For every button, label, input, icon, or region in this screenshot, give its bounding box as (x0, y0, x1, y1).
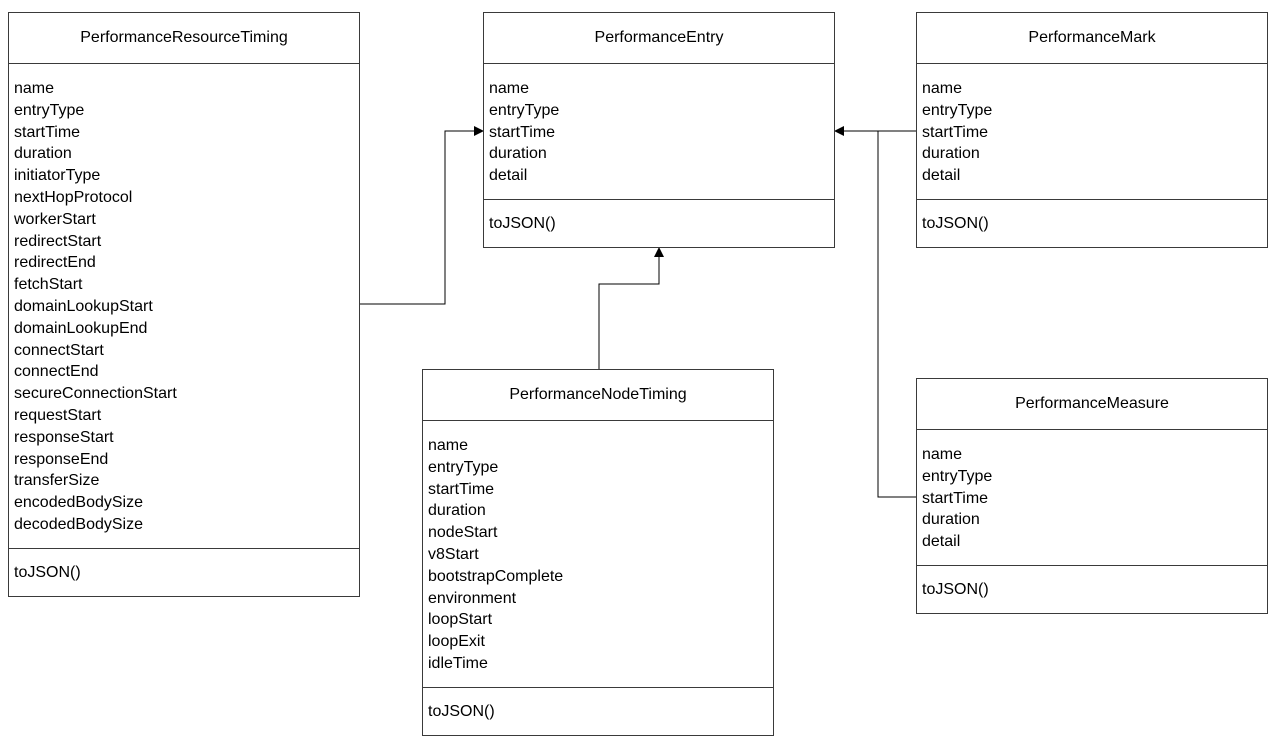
operation-list: toJSON() (484, 200, 834, 247)
operation-list: toJSON() (423, 688, 773, 735)
attribute-nexthopprotocol: nextHopProtocol (14, 188, 133, 206)
operation-list: toJSON() (917, 200, 1267, 247)
attribute-decodedbodysize: decodedBodySize (14, 515, 143, 533)
attribute-starttime: startTime (489, 123, 556, 141)
attribute-name: name (14, 80, 55, 97)
connector-resource-to-entry (360, 126, 484, 305)
attribute-entrytype: entryType (922, 467, 993, 485)
class-box-performance-entry[interactable]: PerformanceEntry name entryType startTime d… (483, 12, 835, 248)
class-name-performance-measure: PerformanceMeasure (917, 379, 1267, 430)
attribute-fetchstart: fetchStart (14, 276, 83, 294)
class-box-performance-node-timing[interactable]: PerformanceNodeTiming name entryType start… (422, 369, 774, 736)
attribute-v8start: v8Start (428, 545, 479, 563)
attribute-duration: duration (14, 145, 72, 163)
operation-tojson: toJSON() (489, 215, 556, 232)
operation-tojson: toJSON() (14, 564, 81, 581)
attribute-list: name entryType startTime duration initiatorT… (9, 64, 359, 549)
attribute-name: name (922, 80, 963, 97)
attribute-name: name (428, 437, 469, 454)
attribute-list: name entryType startTime duration detail (917, 64, 1267, 200)
class-name-performance-node-timing: PerformanceNodeTiming (423, 370, 773, 421)
operation-tojson: toJSON() (922, 581, 989, 598)
attribute-bootstrapcomplete: bootstrapComplete (428, 567, 564, 585)
attribute-detail: detail (489, 167, 528, 185)
class-name-performance-mark: PerformanceMark (917, 13, 1267, 64)
attribute-name: name (489, 80, 530, 97)
attribute-starttime: startTime (922, 123, 989, 141)
attribute-domainlookupstart: domainLookupStart (14, 297, 153, 315)
attribute-connectstart: connectStart (14, 341, 104, 359)
attribute-loopstart: loopStart (428, 611, 493, 629)
attribute-name: name (922, 446, 963, 463)
class-box-performance-resource-timing[interactable]: PerformanceResourceTiming name entryType s… (8, 12, 360, 597)
attribute-list: name entryType startTime duration detail (917, 430, 1267, 566)
attribute-workerstart: workerStart (14, 210, 96, 228)
class-box-performance-measure[interactable]: PerformanceMeasure name entryType startTim… (916, 378, 1268, 614)
attribute-entrytype: entryType (489, 101, 560, 119)
operation-list: toJSON() (9, 549, 359, 596)
attribute-responsestart: responseStart (14, 428, 114, 446)
operation-tojson: toJSON() (922, 215, 989, 232)
attribute-transfersize: transferSize (14, 472, 100, 490)
class-box-performance-mark[interactable]: PerformanceMark name entryType startTime du… (916, 12, 1268, 248)
attribute-duration: duration (428, 502, 486, 520)
attribute-list: name entryType startTime duration detail (484, 64, 834, 200)
attribute-detail: detail (922, 533, 961, 551)
class-name-performance-entry: PerformanceEntry (484, 13, 834, 64)
connector-node-to-entry (598, 247, 664, 369)
attribute-loopexit: loopExit (428, 633, 485, 651)
attribute-initiatortype: initiatorType (14, 167, 101, 185)
attribute-starttime: startTime (14, 123, 81, 141)
attribute-secureconnectionstart: secureConnectionStart (14, 385, 177, 403)
attribute-domainlookupend: domainLookupEnd (14, 319, 148, 337)
attribute-environment: environment (428, 589, 517, 607)
attribute-idletime: idleTime (428, 654, 488, 672)
attribute-duration: duration (489, 145, 547, 163)
connector-measure-to-entry (877, 131, 916, 498)
attribute-duration: duration (922, 511, 980, 529)
attribute-requeststart: requestStart (14, 406, 102, 424)
class-name-performance-resource-timing: PerformanceResourceTiming (9, 13, 359, 64)
attribute-entrytype: entryType (428, 458, 499, 476)
attribute-entrytype: entryType (922, 101, 993, 119)
attribute-entrytype: entryType (14, 101, 85, 119)
attribute-list: name entryType startTime duration nodeStart v… (423, 421, 773, 688)
attribute-redirectend: redirectEnd (14, 254, 96, 272)
attribute-starttime: startTime (428, 480, 495, 498)
attribute-nodestart: nodeStart (428, 524, 498, 542)
operation-list: toJSON() (917, 566, 1267, 613)
attribute-detail: detail (922, 167, 961, 185)
attribute-redirectstart: redirectStart (14, 232, 102, 250)
attribute-connectend: connectEnd (14, 363, 99, 381)
attribute-starttime: startTime (922, 489, 989, 507)
attribute-responseend: responseEnd (14, 450, 109, 468)
attribute-encodedbodysize: encodedBodySize (14, 494, 143, 512)
attribute-duration: duration (922, 145, 980, 163)
operation-tojson: toJSON() (428, 703, 495, 720)
